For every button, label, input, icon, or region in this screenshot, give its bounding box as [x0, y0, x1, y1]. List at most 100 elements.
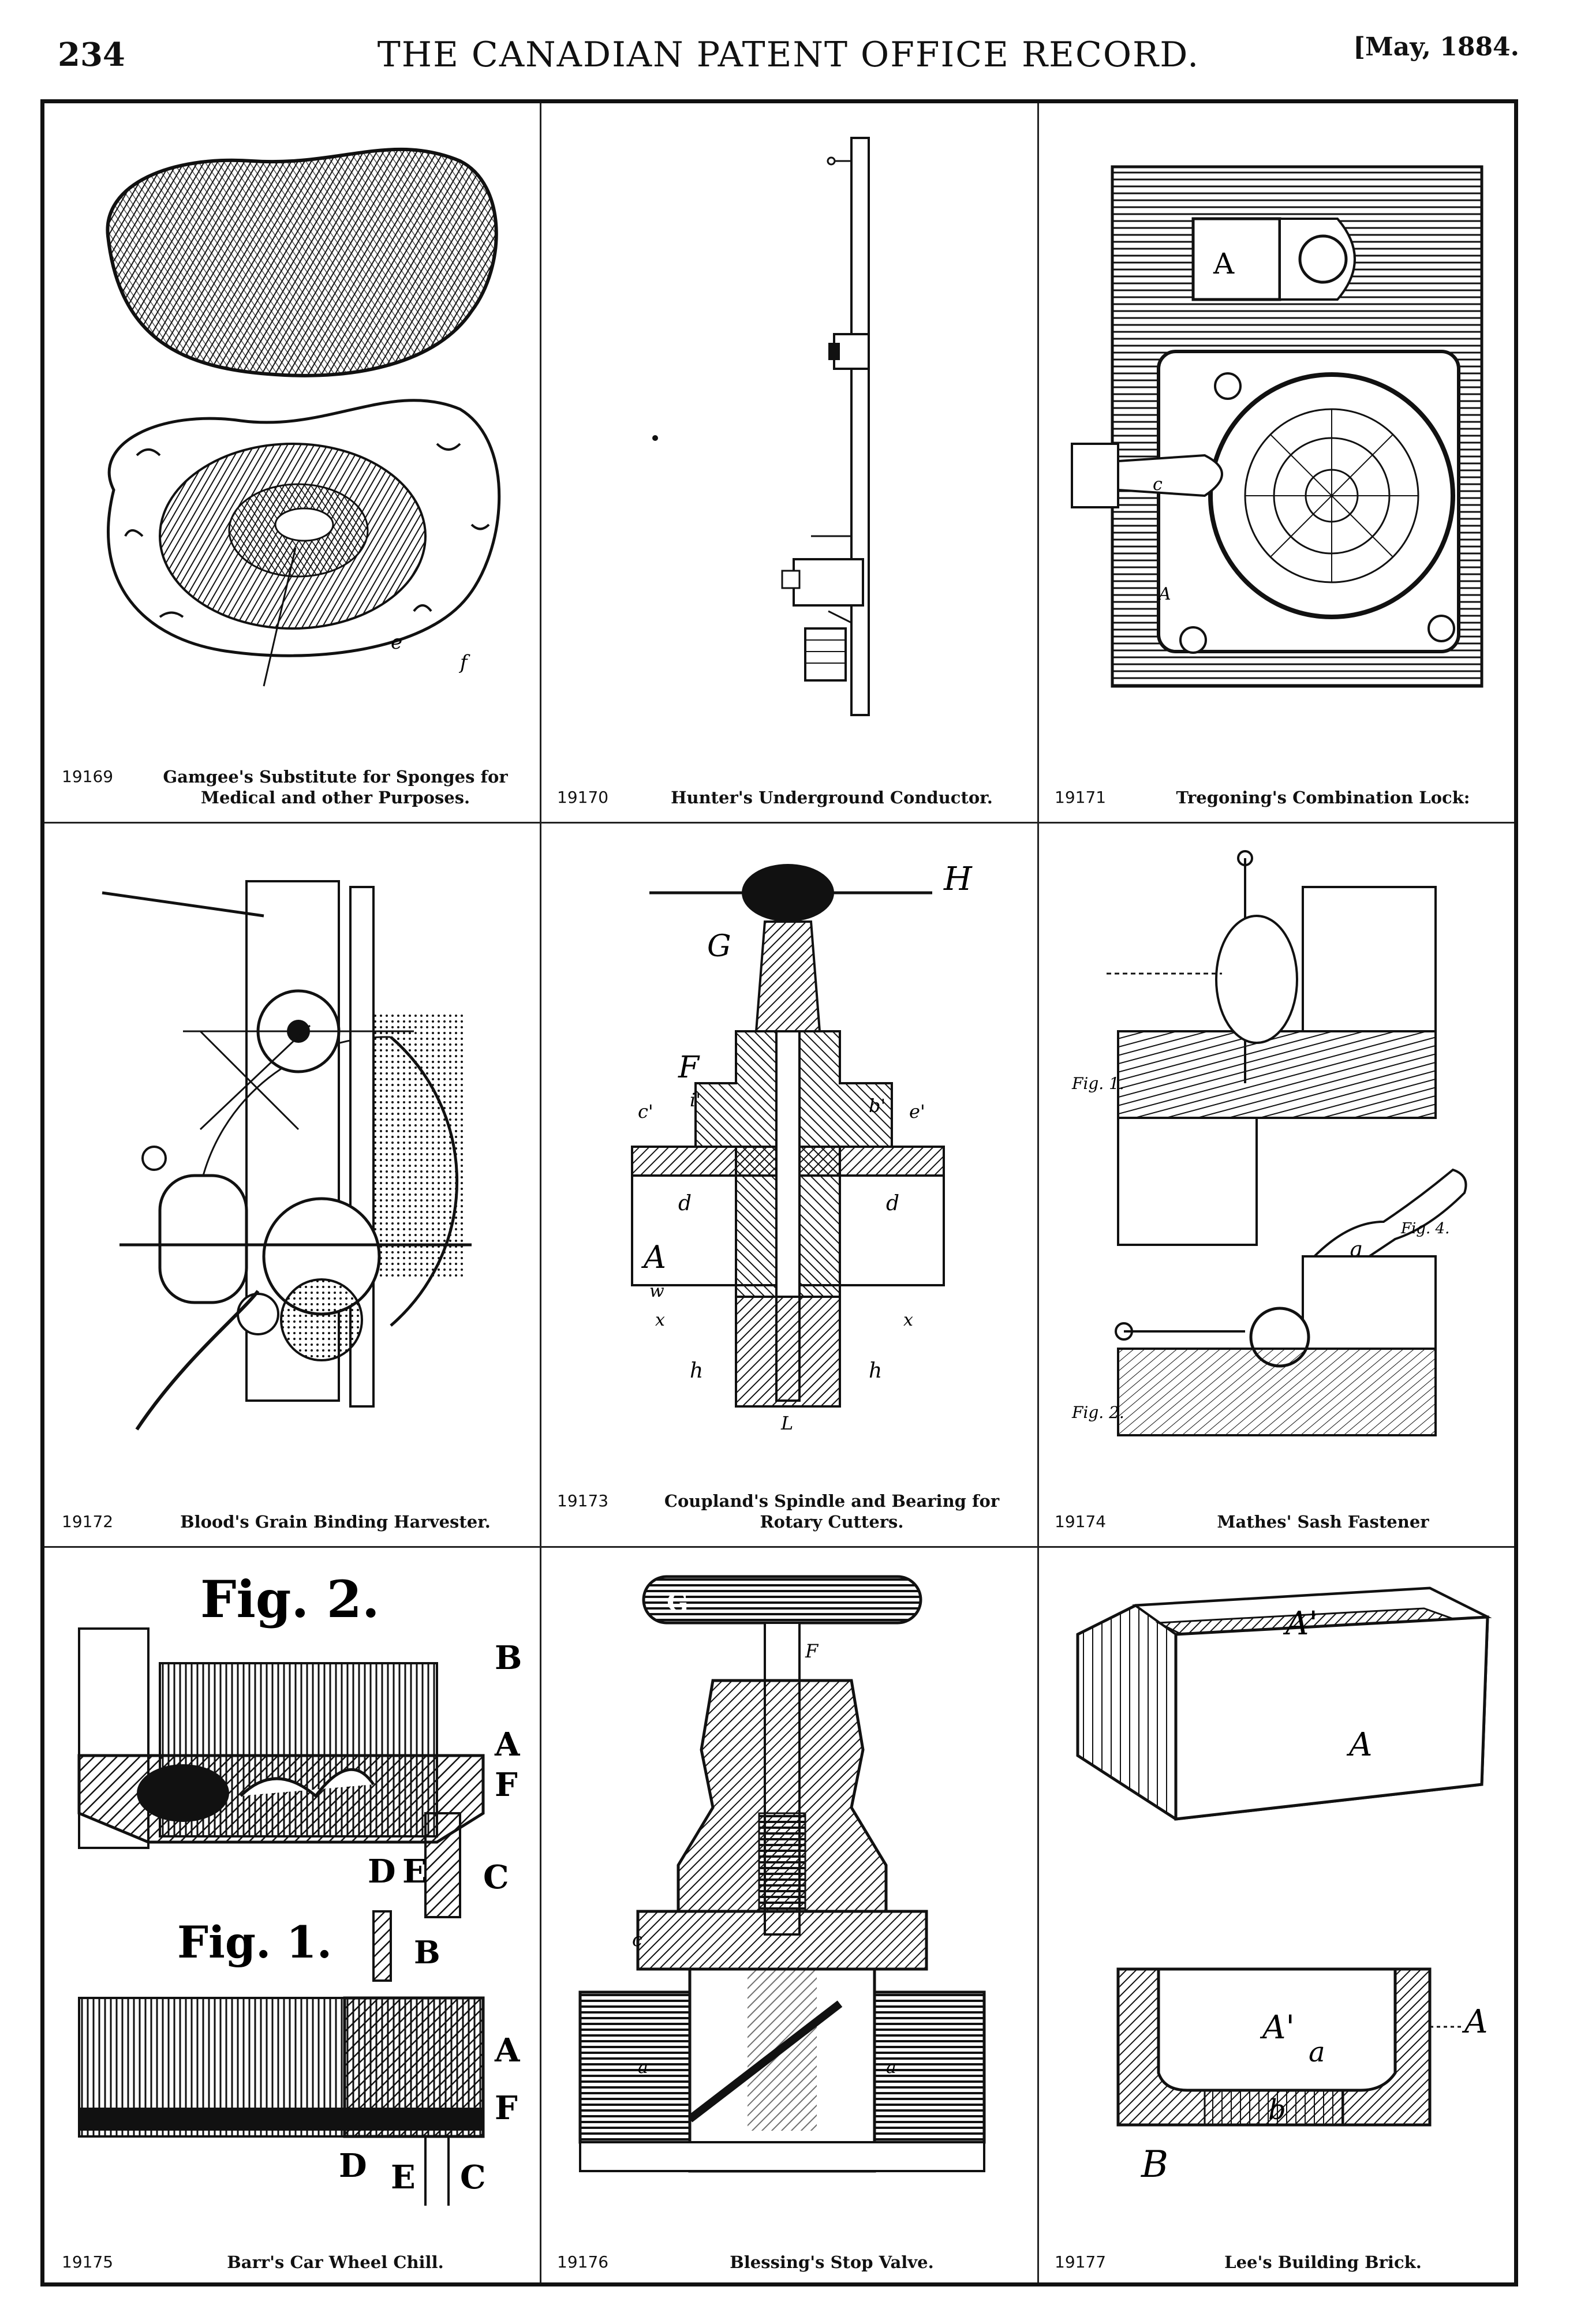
figure-label: Fig. 1.: [1071, 1074, 1124, 1093]
figure-label: w: [649, 1281, 664, 1301]
patent-title: Tregoning's Combination Lock:: [1176, 787, 1470, 807]
figure-label: F: [805, 1640, 819, 1662]
figure-label: F: [495, 1766, 518, 1804]
figure-label: G: [707, 929, 731, 964]
grid-divider: [1037, 103, 1039, 2282]
figure-cell-19173: H G F A d d h h w x x b' e' c' i' L 1917…: [540, 824, 1037, 1546]
figure-label: G: [667, 1588, 689, 1618]
patent-number: 19173: [557, 1491, 609, 1510]
patent-number: 19174: [1055, 1511, 1107, 1531]
figure-label: F: [495, 2089, 518, 2127]
patent-number: 19171: [1055, 787, 1107, 807]
figure-cell-19175: Fig. 2. B A F D E C Fig. 1. B A F D E C: [44, 1548, 540, 2286]
figure-label: D: [339, 2147, 367, 2185]
stop-valve-illustration: G F c a a: [578, 1575, 986, 2173]
figure-label: B: [414, 1934, 440, 1971]
grid-divider: [540, 103, 541, 2282]
journal-title: THE CANADIAN PATENT OFFICE RECORD.: [377, 35, 1200, 75]
figure-label: Fig. 2.: [1071, 1403, 1124, 1422]
figure-label: A: [1462, 2003, 1488, 2041]
figure-caption: 19172 Blood's Grain Binding Harvester.: [62, 1511, 522, 1532]
harvester-illustration: [102, 880, 472, 1431]
patent-title: Coupland's Spindle and Bearing for Rotar…: [664, 1491, 1000, 1532]
patent-title: Barr's Car Wheel Chill.: [227, 2252, 444, 2272]
patent-title: Blessing's Stop Valve.: [730, 2252, 934, 2272]
figure-label: A: [494, 1726, 521, 1764]
grid-divider: [44, 822, 1514, 824]
figure-label: A: [1346, 1726, 1372, 1764]
figure-caption: 19173 Coupland's Spindle and Bearing for…: [557, 1491, 1020, 1533]
figure-label: e: [391, 631, 402, 654]
figure-label: a: [886, 2057, 896, 2078]
figure-label: H: [943, 860, 973, 898]
issue-date: [May, 1884.: [1353, 32, 1519, 62]
figure-label: A: [1157, 584, 1171, 604]
patent-title: Hunter's Underground Conductor.: [671, 787, 993, 807]
figure-cell-19176: G F c a a 19176 Blessing's Stop Valve.: [540, 1548, 1037, 2286]
figure-label: B: [495, 1639, 522, 1677]
sash-fastener-illustration: Fig. 1. g Fig. 4. Fig. 2.: [1071, 850, 1467, 1436]
patent-number: 19172: [62, 1511, 114, 1531]
figure-caption: 19177 Lee's Building Brick.: [1055, 2252, 1505, 2273]
figure-grid: e f 19169 Gamgee's Substitute for Sponge…: [40, 99, 1518, 2286]
figure-label: C: [483, 1858, 509, 1896]
figure-caption: 19174 Mathes' Sash Fastener: [1055, 1511, 1505, 1532]
figure-label: D: [368, 1853, 396, 1891]
sponge-illustration: e f: [106, 147, 501, 687]
figure-label: c: [1153, 474, 1163, 495]
figure-label: B: [1141, 2143, 1168, 2186]
figure-label: h: [869, 1359, 882, 1383]
figure-label: e': [909, 1101, 925, 1122]
page-header: 234 THE CANADIAN PATENT OFFICE RECORD. […: [0, 0, 1577, 92]
figure-cell-19177: A' A A' a A b B 19177 Lee's Building Bri…: [1037, 1548, 1522, 2286]
figure-label: A: [1213, 247, 1235, 280]
page-number: 234: [58, 36, 125, 74]
figure-label: Fig. 2.: [200, 1569, 380, 1629]
figure-label: x: [655, 1310, 665, 1330]
figure-cell-19170: 19170 Hunter's Underground Conductor.: [540, 103, 1037, 822]
figure-label: a: [1309, 2036, 1325, 2068]
figure-label: E: [391, 2158, 416, 2196]
figure-label: h: [690, 1359, 703, 1383]
figure-label: E: [402, 1853, 427, 1891]
figure-label: A': [1283, 1605, 1318, 1642]
patent-number: 19176: [557, 2252, 609, 2271]
figure-label: b: [1268, 2094, 1286, 2126]
patent-title: Lee's Building Brick.: [1224, 2252, 1422, 2272]
figure-label: b': [869, 1095, 885, 1117]
building-brick-illustration: A' A A' a A b B: [1076, 1586, 1492, 2186]
patent-title: Blood's Grain Binding Harvester.: [180, 1511, 491, 1532]
figure-label: A: [494, 2031, 521, 2069]
figure-label: c: [632, 1929, 642, 1951]
patent-number: 19170: [557, 787, 609, 807]
lock-illustration: A c A: [1071, 165, 1483, 688]
figure-caption: 19171 Tregoning's Combination Lock:: [1055, 787, 1505, 808]
figure-label: C: [460, 2158, 486, 2196]
figure-label: a: [638, 2057, 648, 2078]
figure-label: F: [678, 1050, 700, 1085]
figure-cell-19169: e f 19169 Gamgee's Substitute for Sponge…: [44, 103, 540, 822]
figure-caption: 19175 Barr's Car Wheel Chill.: [62, 2252, 522, 2273]
figure-label: A: [641, 1239, 666, 1275]
figure-caption: 19169 Gamgee's Substitute for Sponges fo…: [62, 766, 522, 809]
car-wheel-chill-illustration: Fig. 2. B A F D E C Fig. 1. B A F D E C: [77, 1569, 522, 2206]
figure-label: f: [458, 651, 470, 674]
figure-cell-19171: A c A 19171 Tregoning's Combination Lock…: [1037, 103, 1522, 822]
figure-label: Fig. 1.: [177, 1917, 332, 1968]
figure-label: d: [678, 1192, 692, 1215]
figure-label: Fig. 4.: [1400, 1220, 1449, 1237]
figure-label: i': [690, 1089, 701, 1111]
figure-cell-19174: Fig. 1. g Fig. 4. Fig. 2. 19174 Mathes' …: [1037, 824, 1522, 1546]
patent-number: 19175: [62, 2252, 114, 2271]
figure-label: x: [903, 1310, 913, 1330]
patent-title: Gamgee's Substitute for Sponges for Medi…: [163, 766, 508, 807]
figure-cell-19172: 19172 Blood's Grain Binding Harvester.: [44, 824, 540, 1546]
patent-number: 19169: [62, 766, 114, 786]
figure-caption: 19176 Blessing's Stop Valve.: [557, 2252, 1020, 2273]
spindle-bearing-illustration: H G F A d d h h w x x b' e' c' i' L: [631, 860, 973, 1434]
patent-number: 19177: [1055, 2252, 1107, 2271]
figure-label: A': [1260, 2009, 1295, 2046]
figure-label: d: [886, 1192, 899, 1215]
figure-label: L: [780, 1412, 793, 1434]
patent-title: Mathes' Sash Fastener: [1217, 1511, 1429, 1532]
